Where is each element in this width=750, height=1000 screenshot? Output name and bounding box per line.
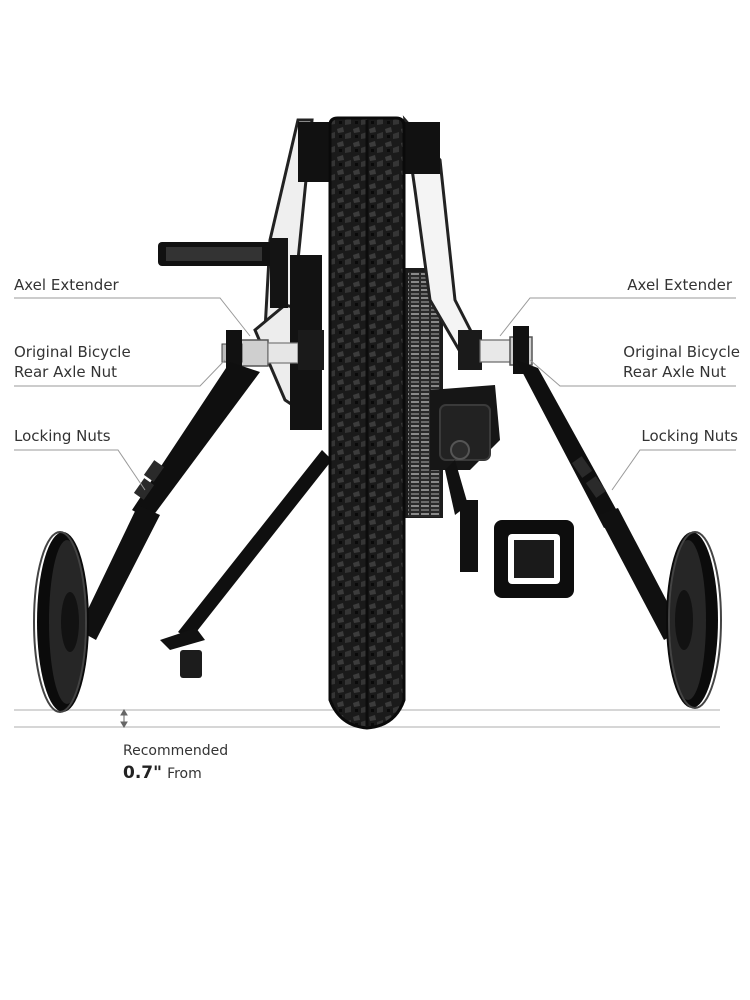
rear-tire: [328, 116, 406, 730]
label-axel-extender-right: Axel Extender: [627, 276, 732, 294]
recommended-value-line: 0.7" From: [123, 763, 202, 783]
right-pedal: [460, 500, 574, 598]
label-axle-nut-right-1: Original Bicycle: [623, 343, 740, 361]
leader-lines: [14, 297, 736, 491]
left-axle-assembly: [221, 330, 324, 370]
label-axle-nut-left-2: Rear Axle Nut: [14, 363, 118, 381]
label-axel-extender-left: Axel Extender: [14, 276, 119, 294]
recommended-caption: Recommended: [123, 743, 229, 759]
recommended-suffix: From: [167, 766, 202, 782]
label-axle-nut-left-1: Original Bicycle: [14, 343, 131, 361]
gap-arrow-icon: [120, 709, 128, 728]
left-pedal: [158, 238, 288, 308]
right-training-wheel: [666, 531, 722, 709]
recommended-value: 0.7": [123, 763, 162, 783]
label-axle-nut-right-2: Rear Axle Nut: [622, 363, 726, 381]
left-training-wheel-bracket: [78, 330, 260, 640]
label-locking-nuts-right: Locking Nuts: [641, 427, 738, 445]
right-training-wheel-bracket: [513, 326, 682, 640]
kickstand: [160, 450, 332, 678]
left-training-wheel: [33, 531, 89, 713]
label-locking-nuts-left: Locking Nuts: [14, 427, 111, 445]
